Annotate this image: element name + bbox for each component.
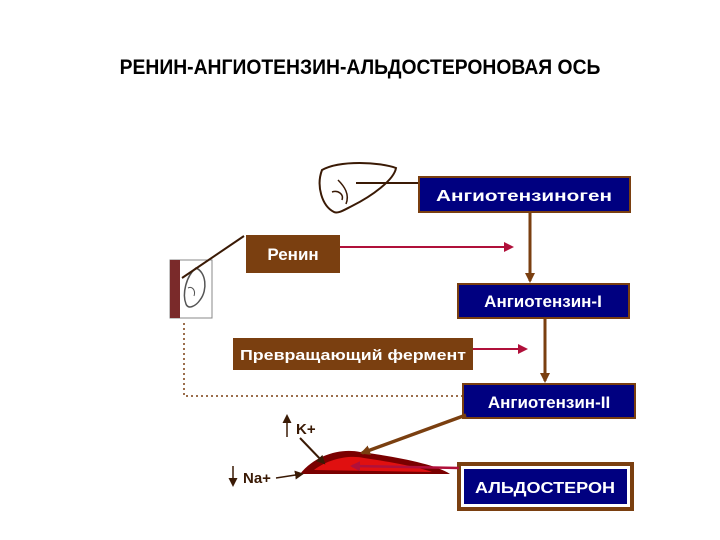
liver-icon: [318, 162, 398, 214]
angiotensin2-box: Ангиотензин-II: [462, 383, 636, 419]
potassium-indicator: K+: [282, 414, 316, 438]
potassium-label: K+: [296, 421, 316, 438]
aldosterone-box: АЛЬДОСТЕРОН: [457, 462, 634, 511]
potassium-to-adrenal-arrow: [299, 437, 326, 465]
renin-connector: [181, 235, 245, 279]
sodium-label: Na+: [243, 470, 271, 487]
enzyme-label: Превращающий фермент: [240, 347, 466, 364]
renin-box: Ренин: [246, 235, 340, 273]
aldosterone-label: АЛЬДОСТЕРОН: [475, 480, 615, 497]
renin-label: Ренин: [267, 245, 318, 264]
angiotensin1-label: Ангиотензин-I: [484, 292, 602, 311]
sodium-to-adrenal-arrow: [275, 470, 304, 480]
sodium-indicator: Na+: [228, 466, 271, 487]
converting-enzyme-box: Превращающий фермент: [233, 338, 473, 370]
angiotensinogen-box: Ангиотензиноген: [418, 176, 631, 213]
kidney-icon: [169, 259, 213, 319]
angiotensin1-box: Ангиотензин-I: [457, 283, 630, 319]
angiotensin2-label: Ангиотензин-II: [488, 393, 610, 412]
angiotensin2-to-adrenal-arrow: [360, 413, 467, 455]
aldosterone-to-adrenal-arrow: [350, 461, 460, 472]
angiotensinogen-label: Ангиотензиноген: [436, 188, 612, 205]
diagram-title: РЕНИН-АНГИОТЕНЗИН-АЛЬДОСТЕРОНОВАЯ ОСЬ: [119, 56, 601, 79]
